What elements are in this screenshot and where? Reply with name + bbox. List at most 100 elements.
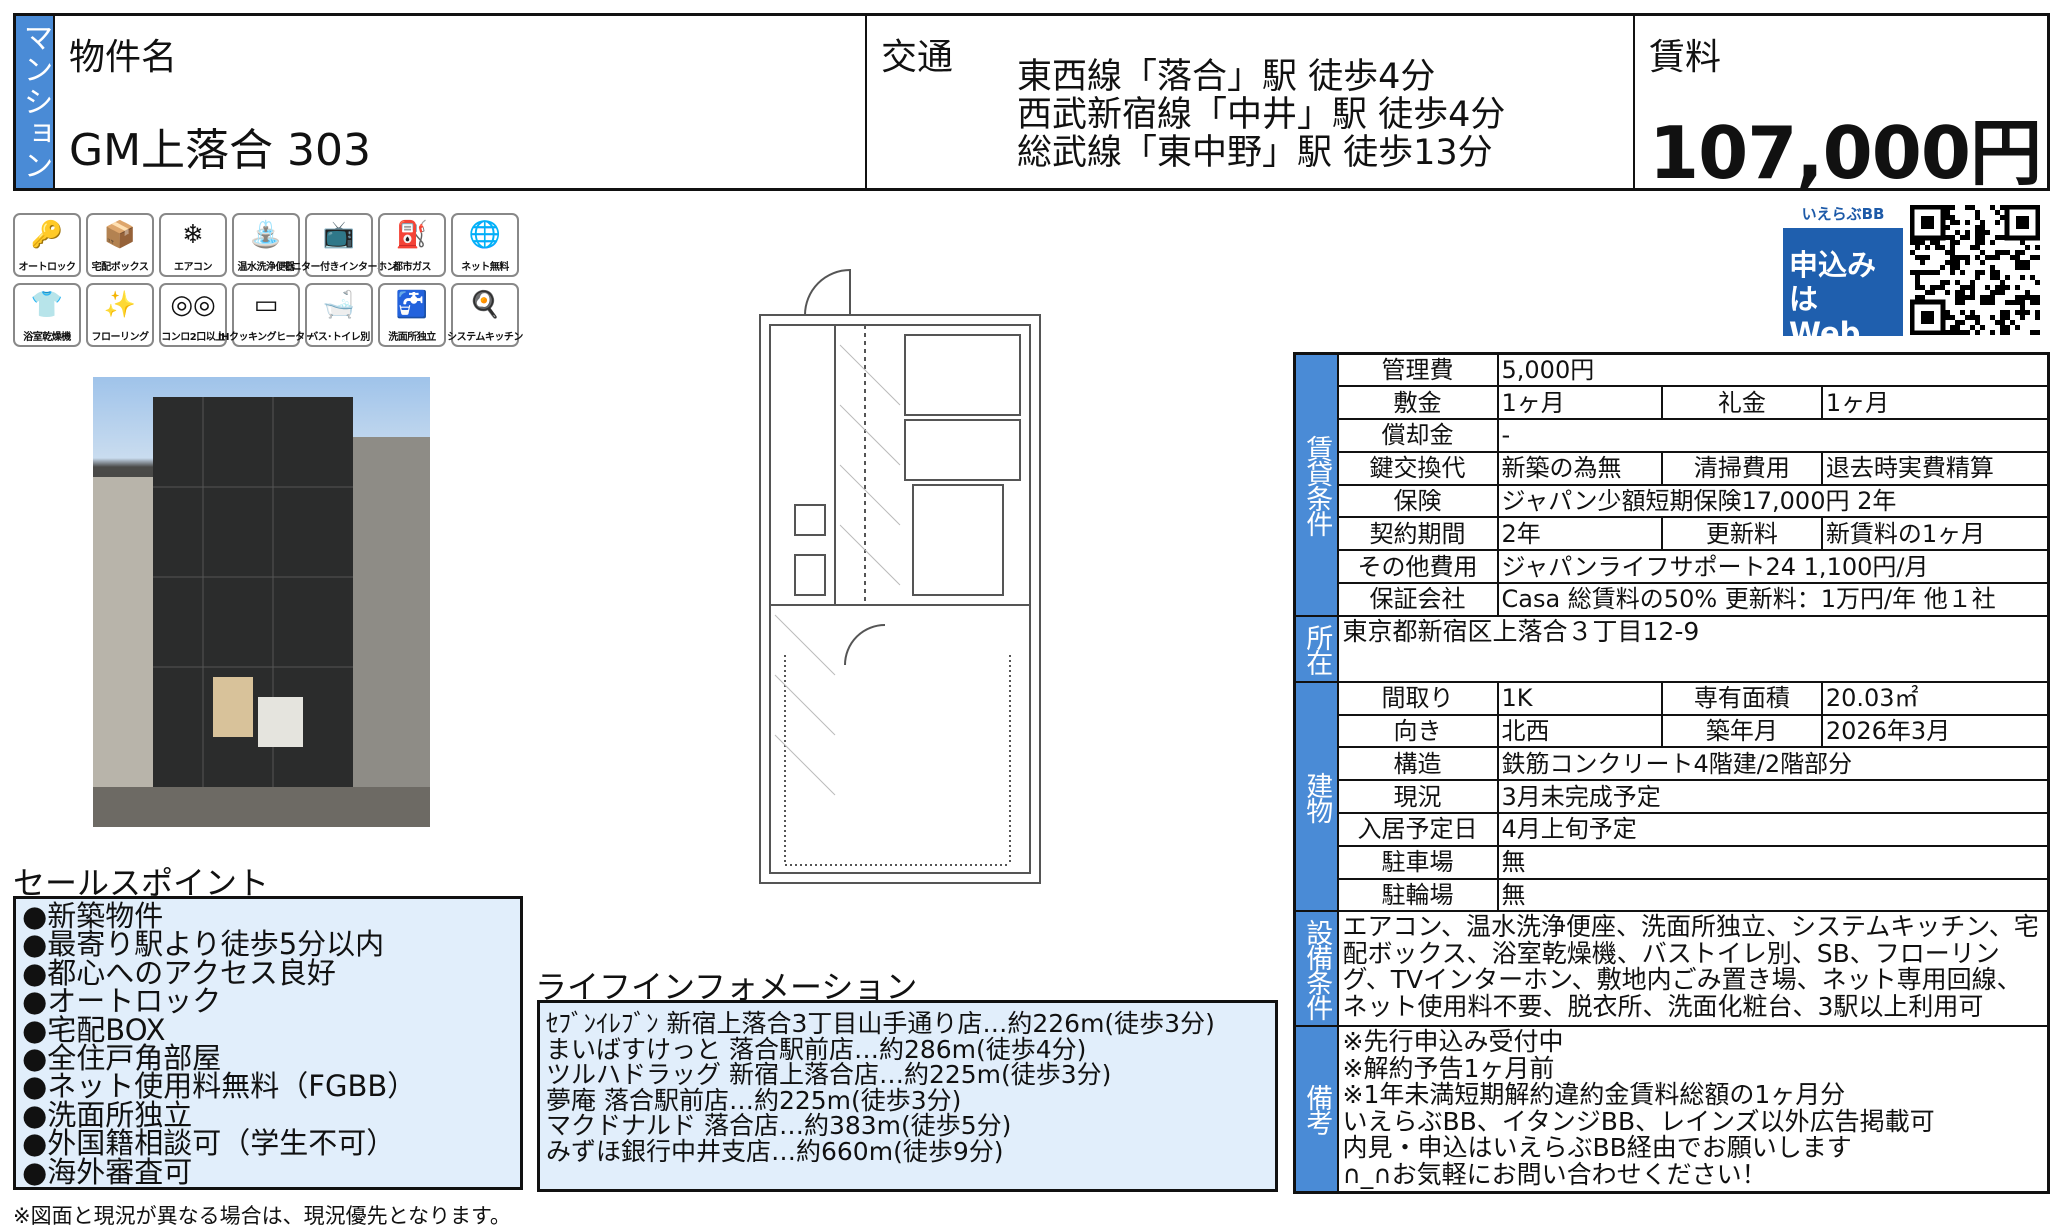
- field-value: 1ヶ月: [1496, 385, 1663, 421]
- field-value: 4月上旬予定: [1496, 812, 2050, 847]
- air-conditioner-icon: ❄: [182, 220, 204, 250]
- amenity-tile: 👕浴室乾燥機: [13, 283, 81, 347]
- qr-code-icon: [1909, 204, 2041, 336]
- amenity-tile: ⛽ 都市ガス: [378, 213, 446, 277]
- sales-point-item: ●外国籍相談可（学生不可）: [22, 1126, 396, 1161]
- sales-point-item: ●海外審査可: [22, 1154, 193, 1189]
- amenity-tile: 🍳システムキッチン: [447, 283, 523, 347]
- field-value: Casa 総賃料の50% 更新料：1万円/年 他１社: [1496, 582, 2050, 617]
- info-row: 駐車場無: [1295, 844, 2050, 880]
- life-info-item: ｾﾌﾞﾝｲﾚﾌﾞﾝ 新宿上落合3丁目山手通り店…約226m(徒歩3分): [546, 1009, 1215, 1038]
- rent-value: 107,000円: [1649, 111, 2042, 195]
- route-item: 東西線「落合」駅 徒歩4分: [1017, 57, 1436, 97]
- qr-code[interactable]: [1909, 204, 2041, 336]
- field-label: 築年月: [1660, 713, 1823, 749]
- info-row: 備考※先行申込み受付中※解約予告1ヶ月前※1年未満短期解約違約金賃料総額の1ヶ月…: [1293, 1025, 2050, 1194]
- amenity-tile: 🔑オートロック: [13, 213, 81, 277]
- amenity-label: オートロック: [18, 262, 77, 273]
- remark-line: ※先行申込み受付中: [1342, 1027, 1564, 1057]
- bidet-icon: ⛲: [249, 220, 283, 250]
- field-label: 向き: [1336, 713, 1499, 749]
- section-label: 建物: [1293, 680, 1339, 913]
- info-row: 設備条件エアコン、温水洗浄便座、洗面所独立、システムキッチン、宅配ボックス、浴室…: [1293, 910, 2050, 1028]
- field-label: 清掃費用: [1660, 450, 1823, 486]
- field-value: 新築の為無: [1496, 450, 1663, 486]
- remark-line: ∩_∩お気軽にお問い合わせください！: [1342, 1159, 1767, 1189]
- amenity-label: 浴室乾燥機: [23, 332, 71, 343]
- transport-label: 交通: [881, 37, 954, 78]
- field-value: 1ヶ月: [1820, 385, 2050, 421]
- field-label: 構造: [1336, 746, 1499, 782]
- sales-point-item: ●ネット使用料無料（FGBB）: [22, 1069, 417, 1104]
- web-apply-line1: 申込みは: [1789, 248, 1877, 316]
- route-list: 東西線「落合」駅 徒歩4分 西武新宿線「中井」駅 徒歩4分 総武線「東中野」駅 …: [1017, 58, 1505, 172]
- remark-line: 内見・申込はいえらぶBB経由でお願いします: [1342, 1133, 1852, 1163]
- field-label: 駐輪場: [1336, 877, 1499, 913]
- field-value: 鉄筋コンクリート4階建/2階部分: [1496, 746, 2050, 782]
- amenity-tile: ✨フローリング: [86, 283, 154, 347]
- amenity-tile: ▭IHクッキングヒーター: [218, 283, 315, 347]
- field-value: ジャパン少額短期保険17,000円 2年: [1496, 483, 2050, 519]
- property-type-badge: マンション: [16, 16, 53, 188]
- field-label: 駐車場: [1336, 844, 1499, 880]
- field-label: 現況: [1336, 779, 1499, 815]
- info-row: 構造鉄筋コンクリート4階建/2階部分: [1295, 746, 2050, 782]
- internet-icon: 🌐: [468, 220, 502, 250]
- sales-points-box: ●新築物件●最寄り駅より徒歩5分以内●都心へのアクセス良好●オートロック●宅配B…: [13, 896, 523, 1190]
- info-row: その他費用ジャパンライフサポート24 1,100円/月: [1295, 549, 2050, 585]
- amenity-label: ネット無料: [461, 262, 509, 273]
- info-row: 所在東京都新宿区上落合３丁目12-9: [1293, 614, 2050, 683]
- sales-point-item: ●洗面所独立: [22, 1097, 193, 1132]
- building-photo-illustration: [93, 397, 430, 827]
- sales-point-item: ●オートロック: [22, 984, 222, 1019]
- amenity-label: コンロ2口以上: [161, 332, 225, 343]
- field-value: 退去時実費精算: [1820, 450, 2050, 486]
- field-label: 更新料: [1660, 516, 1823, 552]
- field-label: 礼金: [1660, 385, 1823, 421]
- sales-point-item: ●全住戸角部屋: [22, 1041, 222, 1076]
- sales-point-item: ●最寄り駅より徒歩5分以内: [22, 927, 385, 962]
- section-label: 賃貸条件: [1293, 352, 1339, 617]
- field-value: 20.03㎡: [1820, 680, 2050, 716]
- field-value: 無: [1496, 844, 2050, 880]
- footnote: ※図面と現況が異なる場合は、現況優先となります。: [13, 1204, 511, 1228]
- amenity-label: 宅配ボックス: [91, 262, 149, 273]
- amenity-tile: 📺モニター付きインターホン: [282, 213, 397, 277]
- web-apply-banner[interactable]: いえらぶBB 申込みは Webで!: [1783, 200, 1903, 384]
- field-label: 敷金: [1336, 385, 1499, 421]
- gas-tank-icon: ⛽: [395, 220, 429, 250]
- amenity-label: 洗面所独立: [388, 332, 436, 343]
- intercom-icon: 📺: [322, 220, 356, 250]
- life-info-item: 夢庵 落合駅前店…約225m(徒歩3分): [546, 1085, 962, 1115]
- field-value: 東京都新宿区上落合３丁目12-9: [1336, 614, 2050, 683]
- rent-cell: 賃料 107,000円: [1633, 16, 2047, 195]
- field-label: 鍵交換代: [1336, 450, 1499, 486]
- life-info-box: ｾﾌﾞﾝｲﾚﾌﾞﾝ 新宿上落合3丁目山手通り店…約226m(徒歩3分)まいばすけ…: [537, 1000, 1278, 1192]
- remark-line: ※解約予告1ヶ月前: [1342, 1053, 1555, 1083]
- amenity-label: エアコン: [174, 262, 213, 273]
- field-value: 2年: [1496, 516, 1663, 552]
- building-photo: [93, 377, 430, 827]
- ih-heater-icon: ▭: [253, 290, 279, 320]
- life-info-item: みずほ銀行中井支店…約660m(徒歩9分): [546, 1136, 1004, 1166]
- property-name-cell: 物件名 GM上落合 303: [53, 16, 865, 188]
- life-info-item: ツルハドラッグ 新宿上落合店…約225m(徒歩3分): [546, 1060, 1112, 1089]
- field-value: 5,000円: [1496, 352, 2050, 388]
- field-label: 契約期間: [1336, 516, 1499, 552]
- washbasin-icon: 🚰: [395, 290, 429, 320]
- amenity-tile: 📦宅配ボックス: [86, 213, 154, 277]
- life-info-item: まいばすけっと 落合駅前店…約286m(徒歩4分): [546, 1034, 1087, 1064]
- amenity-tile: 🛁バス･トイレ別: [305, 283, 373, 347]
- floor-plan-drawing: [759, 268, 1041, 884]
- amenity-label: バス･トイレ別: [308, 332, 370, 343]
- info-row: 鍵交換代新築の為無清掃費用退去時実費精算: [1295, 450, 2050, 486]
- amenity-label: 都市ガス: [393, 262, 432, 273]
